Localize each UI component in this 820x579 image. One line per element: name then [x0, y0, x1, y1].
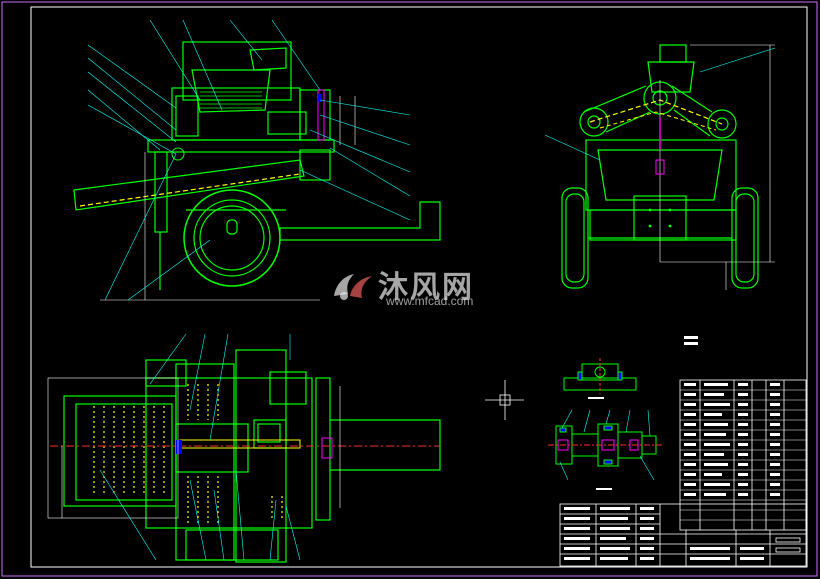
shaft-detail: [548, 423, 662, 467]
side-view-accents: [589, 80, 723, 262]
front-view-highlights: [171, 89, 325, 161]
front-view-leaders: [87, 19, 411, 301]
bearing-detail: [563, 358, 637, 394]
mfcad-logo-icon: [334, 274, 372, 300]
front-view: [73, 41, 441, 290]
top-view-dims: [47, 377, 341, 519]
top-view-shaft: [50, 437, 440, 459]
watermark-brand-cn: 沐风网: [378, 270, 474, 305]
parts-list: [679, 379, 807, 531]
top-view-leaders: [99, 333, 301, 561]
top-view-screen: [93, 384, 283, 526]
front-view-dims: [100, 96, 356, 301]
top-view: [63, 349, 441, 563]
table-text-marks: [564, 336, 780, 560]
watermark-brand-url: www.mfcad.com: [386, 294, 474, 308]
detail-leaders: [559, 409, 655, 481]
parts-list-rows: [680, 389, 806, 521]
title-block: [559, 503, 807, 567]
side-view-leaders: [544, 47, 776, 161]
crosshair: [485, 380, 524, 420]
side-view-dims: [660, 44, 775, 290]
